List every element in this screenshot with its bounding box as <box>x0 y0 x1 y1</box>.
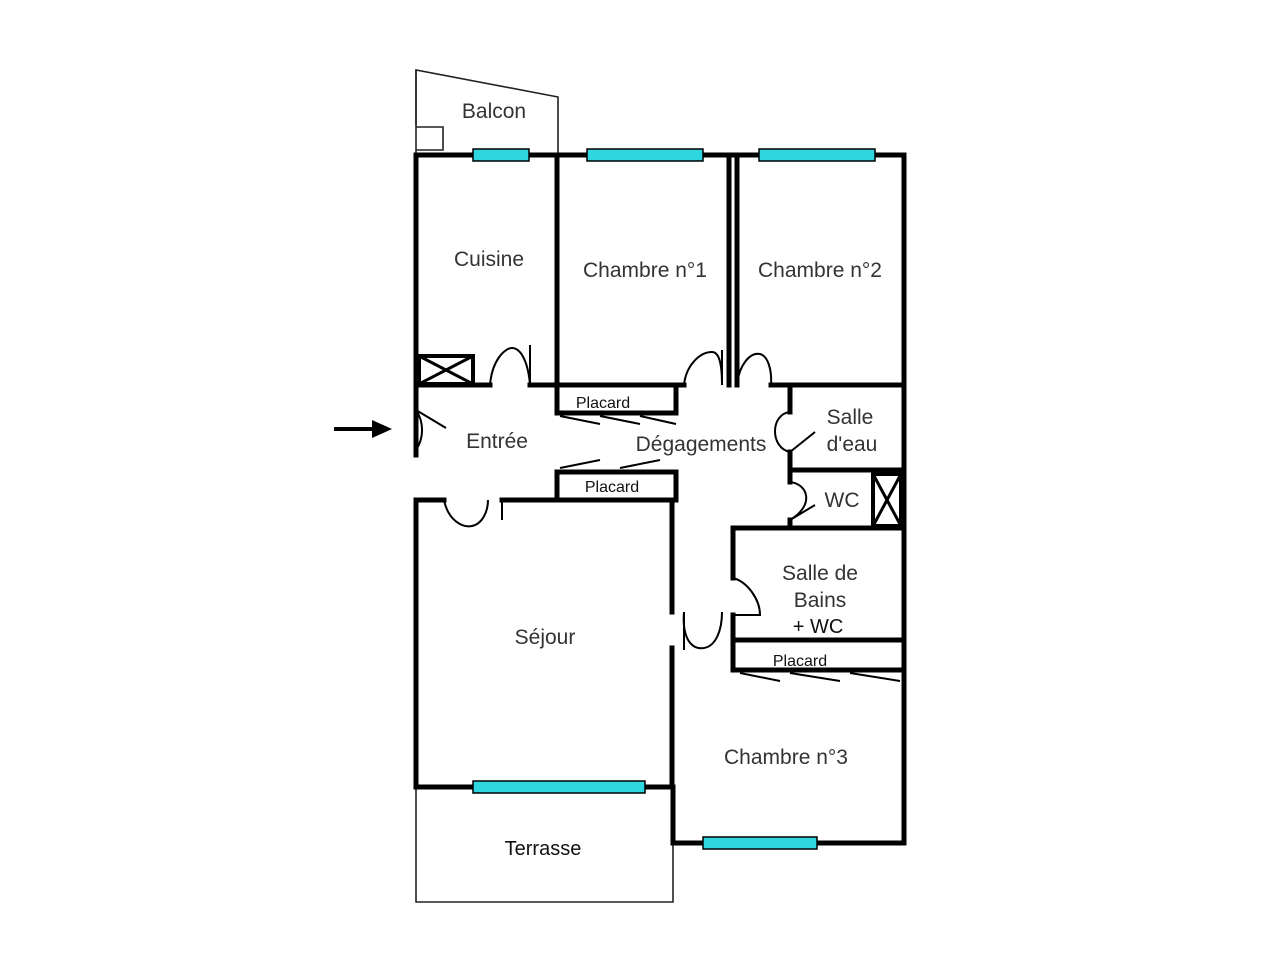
room-label-chambre3: Chambre n°3 <box>724 746 848 769</box>
room-label-chambre2: Chambre n°2 <box>758 259 882 282</box>
room-label-sdb-line3: + WC <box>793 616 844 638</box>
window-sejour <box>472 780 646 794</box>
interior-walls <box>413 152 907 790</box>
closet-sliding-doors <box>559 415 901 682</box>
closet-label-placard-1: Placard <box>576 395 630 412</box>
doors <box>415 345 816 650</box>
room-label-sdb-line1: Salle de <box>782 562 858 585</box>
room-label-sejour: Séjour <box>515 626 576 649</box>
balcony-outline <box>415 69 559 155</box>
room-label-terrasse: Terrasse <box>505 838 582 860</box>
window-chambre2 <box>758 148 876 162</box>
window-chambre3 <box>702 836 818 850</box>
closet-label-placard-2: Placard <box>585 479 639 496</box>
entrance-arrow-icon <box>334 420 392 438</box>
closet-label-placard-3: Placard <box>773 653 827 670</box>
ventilation-duct-icon <box>871 472 903 528</box>
room-label-chambre1: Chambre n°1 <box>583 259 707 282</box>
window-cuisine <box>472 148 530 162</box>
room-label-sdb-line2: Bains <box>794 589 847 612</box>
room-label-degagements: Dégagements <box>636 433 767 456</box>
room-label-wc: WC <box>825 489 860 512</box>
room-label-salle-eau-line2: d'eau <box>827 433 878 456</box>
room-label-cuisine: Cuisine <box>454 248 524 271</box>
room-label-balcon: Balcon <box>462 100 526 123</box>
windows <box>472 148 876 850</box>
window-chambre1 <box>586 148 704 162</box>
room-label-entree: Entrée <box>466 430 528 453</box>
room-label-salle-eau-line1: Salle <box>827 406 874 429</box>
ventilation-duct-icon <box>417 354 475 386</box>
